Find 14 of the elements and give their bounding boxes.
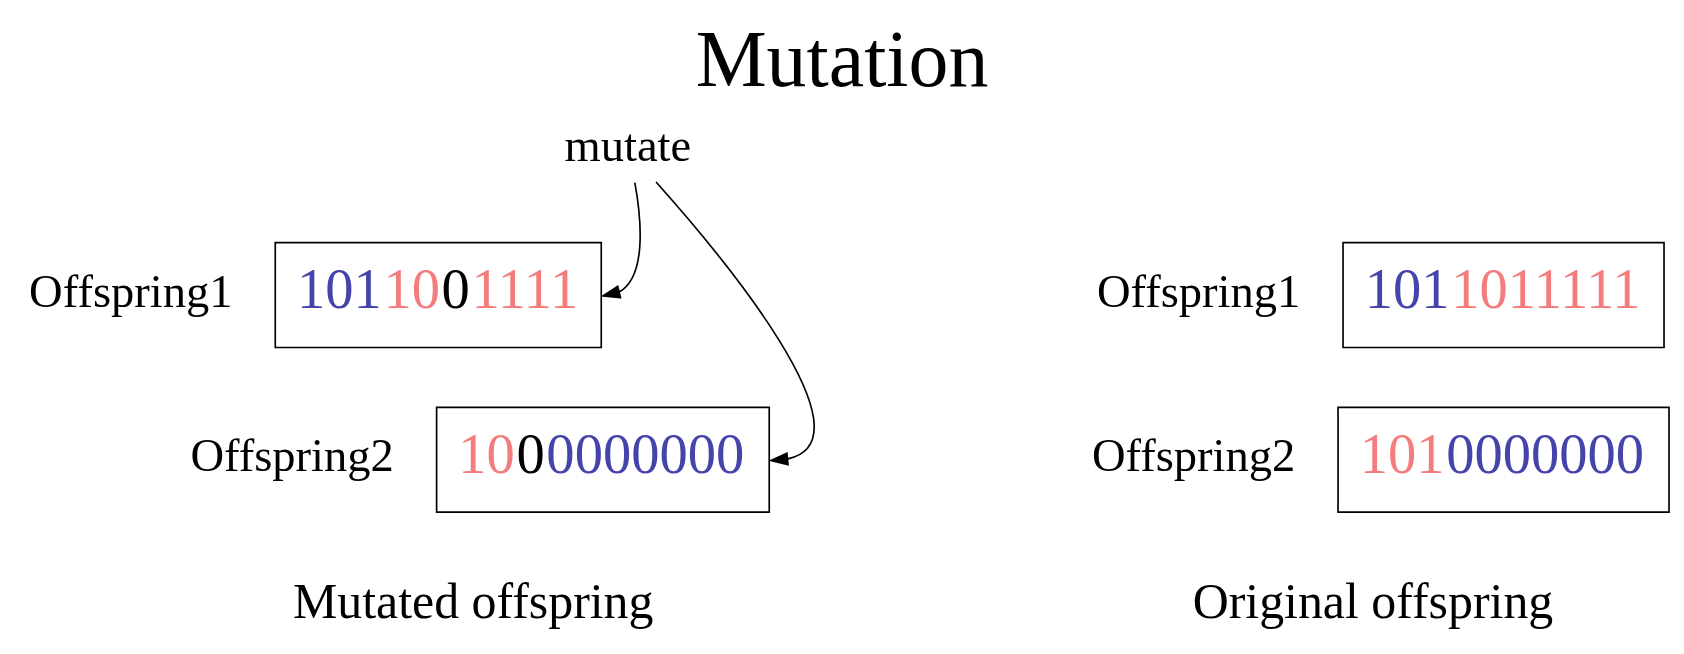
arrow bbox=[600, 181, 641, 299]
node-box: 1011001111 bbox=[274, 241, 603, 348]
diagram-title: Mutation bbox=[695, 14, 989, 103]
label: Original offspring bbox=[1192, 573, 1554, 629]
label: Mutated offspring bbox=[292, 573, 654, 629]
node-label: Offspring1 bbox=[29, 265, 233, 317]
arrow bbox=[655, 180, 815, 466]
node-box: 1010000000 bbox=[1337, 406, 1670, 513]
node-box: 1000000000 bbox=[435, 406, 771, 513]
node-text: mutate bbox=[564, 119, 692, 171]
node-label: Offspring1 bbox=[1096, 265, 1301, 317]
node-label: Offspring2 bbox=[190, 429, 394, 481]
node-box: 1011011111 bbox=[1342, 241, 1665, 348]
node-label: Offspring2 bbox=[1091, 429, 1296, 481]
